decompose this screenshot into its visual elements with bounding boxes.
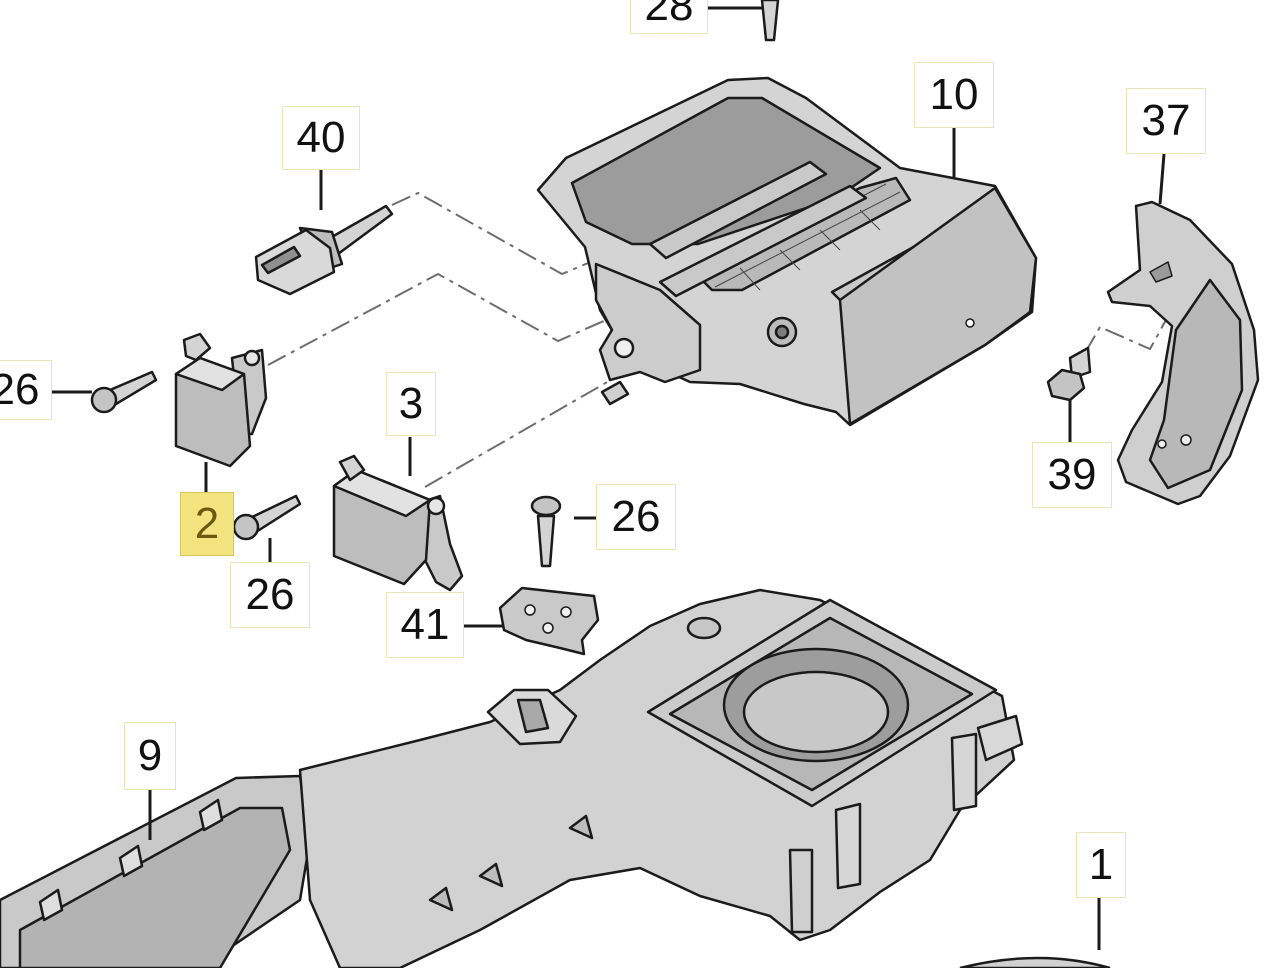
blower-lower-leg [788,848,814,934]
screw-26-left-head [90,386,118,414]
housing-stud [600,380,630,406]
screw-26-lower-head [232,513,260,541]
plate-41-body [498,586,600,656]
bracket-37-face [1148,278,1244,490]
screw-26-right [536,514,556,568]
blower-side-post [834,802,862,890]
actuator-part-3 [332,454,464,592]
temperature-sensor-part [254,204,394,296]
plate-41-hole-3 [560,606,572,618]
leader-dash-3-to-10 [424,376,617,488]
bracket-37-slot [1149,261,1173,283]
filter-frame-part-9 [0,774,312,968]
plate-41-hole-2 [542,622,554,634]
screw-26-right-head [530,495,562,517]
frame-9-tabs [38,798,224,922]
blower-outlet-tube [976,714,1024,762]
actuator-3-pivot [426,496,446,516]
callout-1[interactable]: 1 [1076,832,1126,898]
callout-28[interactable]: 28 [630,0,708,34]
sensor-probe [328,204,394,256]
housing-core-grid [688,176,912,292]
actuator-2-pivot [243,349,261,367]
housing-tube-1 [648,160,828,260]
callout-2[interactable]: 2 [180,492,234,556]
leader-dash-2-to-10 [267,272,607,366]
callout-40[interactable]: 40 [282,106,360,170]
blower-fin-1 [428,886,454,912]
housing-mount-hole [613,337,635,359]
bracket-plate-part-41 [498,586,600,656]
blower-side-post-2 [950,732,978,812]
actuator-part-2 [174,332,268,468]
actuator-2-lug [182,332,212,362]
blower-mount-post-slot [516,698,550,734]
bracket-37-hole-2 [1157,439,1167,449]
callout-9[interactable]: 9 [124,722,176,790]
callout-10[interactable]: 10 [914,62,994,128]
bracket-37-hole [1180,434,1192,446]
callout-37[interactable]: 37 [1126,88,1206,154]
callout-26-right[interactable]: 26 [596,484,676,550]
actuator-3-lug [338,454,366,482]
leader-dash-40-to-10 [391,191,601,276]
leader-37 [1158,153,1166,205]
fan-1-rim [959,956,1111,968]
screws [90,0,1092,568]
bolt-39-head [1046,368,1086,402]
housing-small-hole [965,318,975,328]
callout-39[interactable]: 39 [1032,442,1112,508]
sensor-connector-slot [260,245,302,275]
blower-fan-opening-inner [742,670,890,754]
actuator-2-top [174,356,246,392]
frame-9-inner [18,806,292,968]
callout-26-left[interactable]: 26 [0,360,52,420]
fan-part-1 [959,956,1111,968]
blower-fin-2 [478,862,504,888]
blower-housing [298,588,1024,968]
heater-core-housing-part [536,76,1038,427]
blower-knob [686,616,722,640]
plate-41-hole-1 [524,604,536,616]
callout-41[interactable]: 41 [386,592,464,658]
screw-28 [760,0,780,42]
sensor-connector [254,228,336,296]
housing-tube-2 [658,184,868,298]
side-bracket-part-37 [1106,200,1260,506]
housing-port-inner [774,324,790,340]
callout-3[interactable]: 3 [386,372,436,436]
housing-outlet-face [838,186,1038,426]
callout-26-lower[interactable]: 26 [230,562,310,628]
blower-fin-3 [568,814,594,840]
